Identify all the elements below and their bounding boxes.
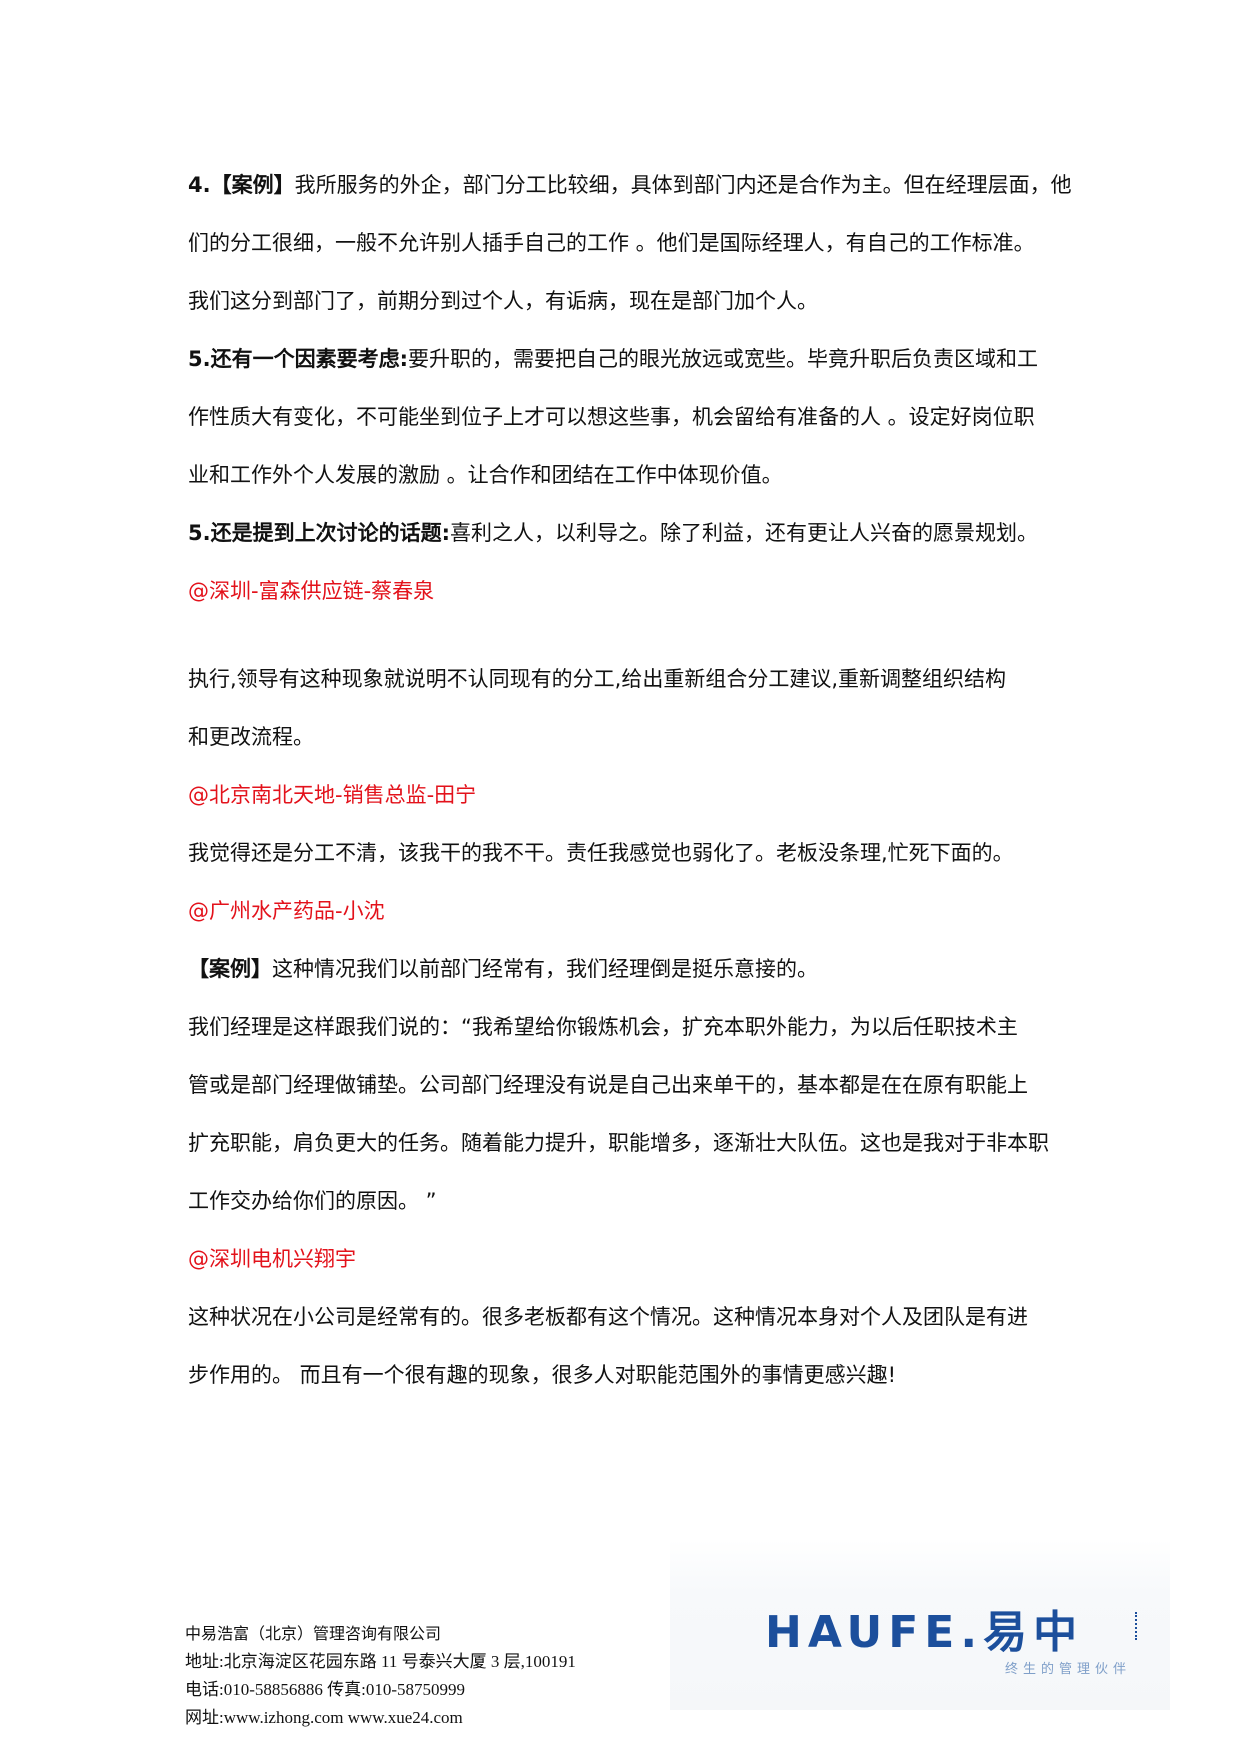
- company-phone: 电话:010-58856886 传真:010-58750999: [185, 1680, 466, 1699]
- company-name: 中易浩富（北京）管理咨询有限公司: [185, 1624, 442, 1643]
- paragraph-line: 和更改流程。: [188, 725, 314, 749]
- paragraph-line: 4.【案例】我所服务的外企，部门分工比较细，具体到部门内还是合作为主。但在经理层…: [188, 170, 1072, 200]
- paragraph-line: 扩充职能，肩负更大的任务。随着能力提升，职能增多，逐渐壮大队伍。这也是我对于非本…: [188, 1131, 1049, 1155]
- paragraph-line: 工作交办给你们的原因。 ”: [188, 1189, 437, 1213]
- paragraph-line: 5.还有一个因素要考虑:要升职的，需要把自己的眼光放远或宽些。毕竟升职后负责区域…: [188, 344, 1038, 374]
- line-text: 我所服务的外企，部门分工比较细，具体到部门内还是合作为主。但在经理层面，他: [294, 173, 1072, 197]
- paragraph-line: 我觉得还是分工不清，该我干的我不干。责任我感觉也弱化了。老板没条理,忙死下面的。: [188, 841, 1014, 865]
- paragraph-line: 步作用的。 而且有一个很有趣的现象，很多人对职能范围外的事情更感兴趣!: [188, 1363, 897, 1387]
- paragraph-line: 5.还是提到上次讨论的话题:喜利之人，以利导之。除了利益，还有更让人兴奋的愿景规…: [188, 518, 1038, 548]
- case-label: 【案例】: [188, 957, 272, 981]
- paragraph-line: 们的分工很细，一般不允许别人插手自己的工作 。他们是国际经理人，有自己的工作标准…: [188, 231, 1035, 255]
- line-text: 要升职的，需要把自己的眼光放远或宽些。毕竟升职后负责区域和工: [408, 347, 1038, 371]
- logo-background: [670, 1540, 1170, 1710]
- line-text: 这种情况我们以前部门经常有，我们经理倒是挺乐意接的。: [272, 957, 818, 981]
- paragraph-line: 作性质大有变化，不可能坐到位子上才可以想这些事，机会留给有准备的人 。设定好岗位…: [188, 405, 1035, 429]
- point-label: 5.还是提到上次讨论的话题:: [188, 521, 450, 545]
- paragraph-line: 我们经理是这样跟我们说的：“我希望给你锻炼机会，扩充本职外能力，为以后任职技术主: [188, 1015, 1018, 1039]
- author-tag: @深圳-富森供应链-蔡春泉: [188, 579, 435, 603]
- paragraph-line: 执行,领导有这种现象就说明不认同现有的分工,给出重新组合分工建议,重新调整组织结…: [188, 667, 1007, 691]
- logo-tagline: 终生的管理伙伴: [1005, 1662, 1132, 1677]
- logo-mark-icon: [1135, 1612, 1146, 1640]
- paragraph-line: 这种状况在小公司是经常有的。很多老板都有这个情况。这种情况本身对个人及团队是有进: [188, 1305, 1028, 1329]
- footer-contact: 中易浩富（北京）管理咨询有限公司 地址:北京海淀区花园东路 11 号泰兴大厦 3…: [185, 1620, 576, 1732]
- author-tag: @深圳电机兴翔宇: [188, 1247, 356, 1271]
- paragraph-line: 我们这分到部门了，前期分到过个人，有诟病，现在是部门加个人。: [188, 289, 818, 313]
- paragraph-line: 业和工作外个人发展的激励 。让合作和团结在工作中体现价值。: [188, 463, 783, 487]
- case-label: 4.【案例】: [188, 173, 295, 197]
- paragraph-line: 【案例】这种情况我们以前部门经常有，我们经理倒是挺乐意接的。: [188, 954, 818, 984]
- haufe-logo: HAUFE.易中: [765, 1607, 1084, 1658]
- author-tag: @广州水产药品-小沈: [188, 899, 385, 923]
- company-website: 网址:www.izhong.com www.xue24.com: [185, 1708, 463, 1727]
- line-text: 喜利之人，以利导之。除了利益，还有更让人兴奋的愿景规划。: [450, 521, 1038, 545]
- author-tag: @北京南北天地-销售总监-田宁: [188, 783, 477, 807]
- point-label: 5.还有一个因素要考虑:: [188, 347, 408, 371]
- company-address: 地址:北京海淀区花园东路 11 号泰兴大厦 3 层,100191: [185, 1652, 576, 1671]
- paragraph-line: 管或是部门经理做铺垫。公司部门经理没有说是自己出来单干的，基本都是在在原有职能上: [188, 1073, 1028, 1097]
